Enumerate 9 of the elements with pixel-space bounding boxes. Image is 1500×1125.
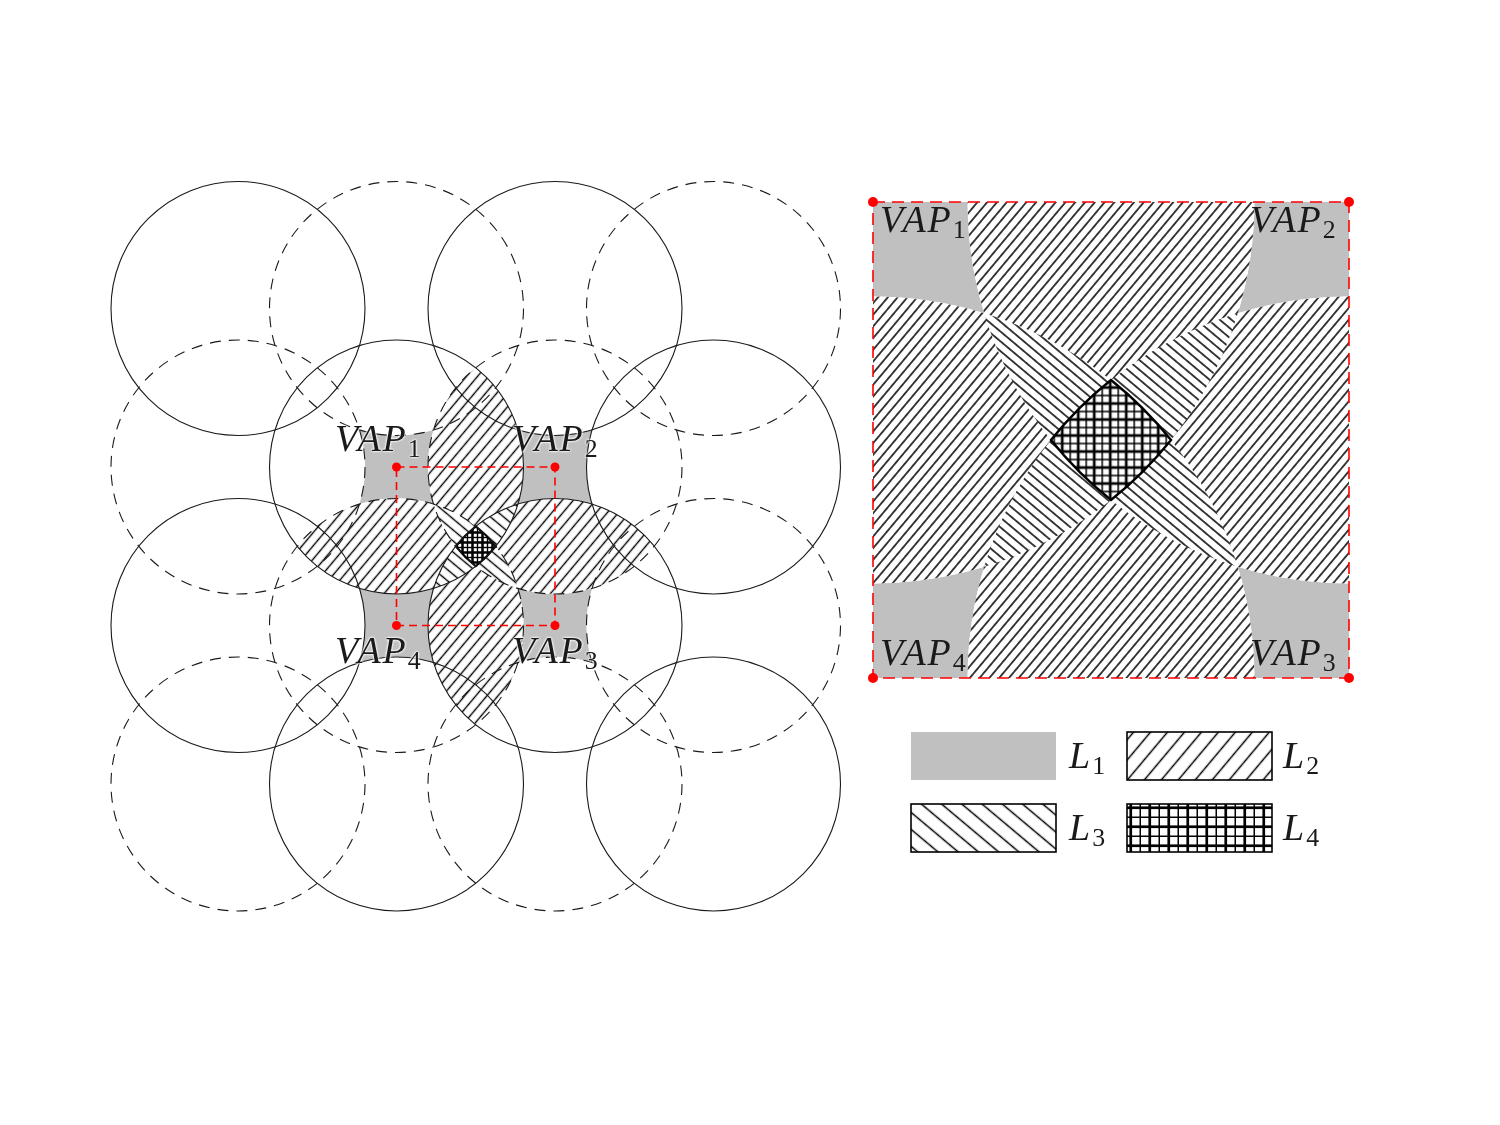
legend-label: L$_{2}$ (1283, 736, 1320, 774)
legend-label: L$_{3}$ (1069, 808, 1106, 846)
access-point-label: VAP$_{1}$ (335, 419, 421, 457)
legend-label: L$_{4}$ (1283, 808, 1320, 846)
legend-label: L$_{1}$ (1069, 736, 1106, 774)
access-point-label: VAP$_{3}$ (1250, 633, 1336, 671)
access-point-label: VAP$_{4}$ (880, 633, 966, 671)
access-point-label: VAP$_{2}$ (1250, 200, 1336, 238)
access-point-label: VAP$_{1}$ (880, 200, 966, 238)
